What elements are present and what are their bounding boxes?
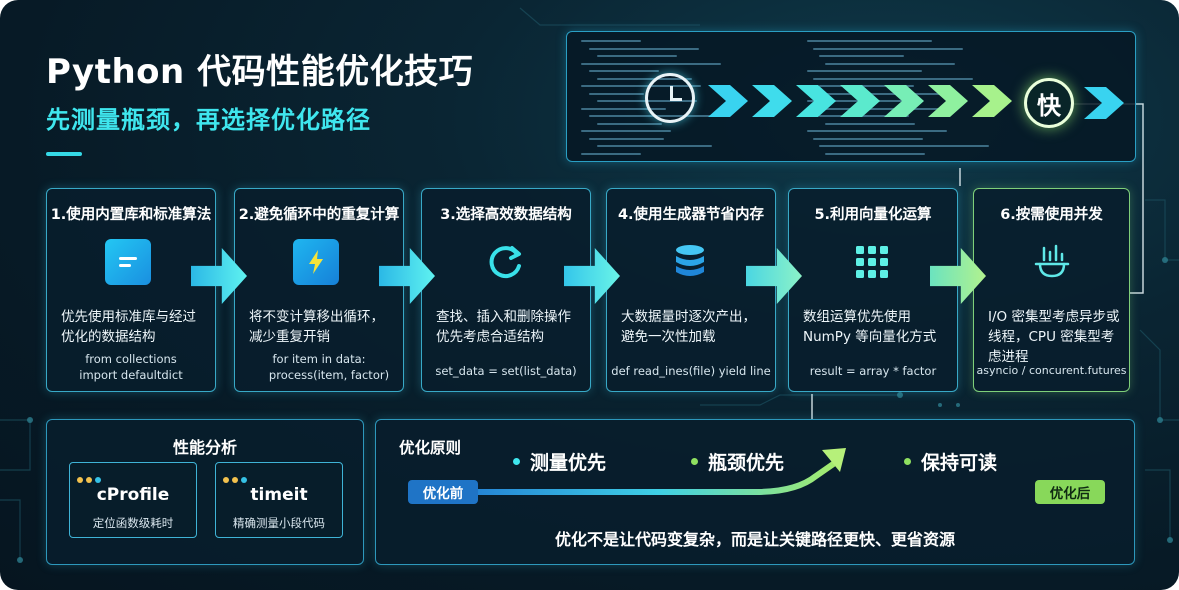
step-title: 5.利用向量化运算 — [814, 207, 932, 223]
code-line-decoration — [597, 77, 692, 80]
step-title: 2.避免循环中的重复计算 — [238, 207, 400, 223]
tool-card-timeit: timeit 精确测量小段代码 — [215, 462, 343, 538]
clock-icon — [645, 73, 695, 123]
principle-label: 保持可读 — [921, 452, 998, 474]
code-line-decoration — [813, 47, 963, 50]
step-description: 大数据量时逐次产出，避免一次性加载 — [621, 309, 756, 345]
step-code-line: asyncio / concurent.futures — [976, 364, 1127, 377]
refresh-icon — [482, 239, 528, 285]
code-line-decoration — [807, 70, 922, 72]
step-description: I/O 密集型考虑异步或线程，CPU 密集型考虑进程 — [988, 309, 1120, 365]
bullet-dot — [904, 458, 911, 465]
step-description: 数组运算优先使用 NumPy 等向量化方式 — [803, 309, 937, 345]
step-code-line: from collections — [85, 352, 177, 366]
before-tag: 优化前 — [408, 480, 478, 504]
window-dots — [77, 468, 104, 487]
code-line-decoration — [581, 40, 641, 42]
code-line-decoration — [581, 62, 721, 65]
code-line-decoration — [597, 55, 677, 57]
step-title: 6.按需使用并发 — [1000, 207, 1103, 223]
step-card-1: 1.使用内置库和标准算法 优先使用标准库与经过优化的数据结构 from coll… — [46, 188, 216, 392]
code-line-decoration — [589, 70, 659, 72]
concurrency-icon — [1029, 239, 1075, 285]
code-line-decoration — [589, 47, 699, 50]
title-underline — [46, 152, 82, 156]
code-line-decoration — [825, 122, 915, 125]
code-line-decoration — [589, 137, 664, 140]
principle-item: 瓶颈优先 — [691, 448, 784, 475]
code-line-decoration — [589, 92, 644, 95]
code-line-decoration — [825, 92, 945, 95]
lightning-icon — [293, 239, 339, 285]
tool-name: timeit — [250, 485, 308, 505]
code-line-decoration — [813, 137, 923, 140]
tool-name: cProfile — [96, 485, 170, 505]
after-tag: 优化后 — [1035, 480, 1105, 504]
code-line-decoration — [825, 152, 925, 155]
code-line-decoration — [597, 145, 712, 147]
step-title: 3.选择高效数据结构 — [440, 207, 572, 223]
code-line-decoration — [819, 85, 914, 87]
step-title: 1.使用内置库和标准算法 — [50, 207, 212, 223]
code-line-decoration — [813, 107, 958, 110]
perf-title: 性能分析 — [172, 438, 237, 457]
tool-description: 精确测量小段代码 — [233, 516, 325, 530]
code-line-decoration — [581, 130, 671, 132]
step-description: 将不变计算移出循环，减少重复开销 — [249, 309, 384, 345]
code-line-decoration — [581, 152, 641, 155]
page-title: Python 代码性能优化技巧 — [46, 52, 474, 92]
window-dots — [223, 468, 250, 487]
step-card-3: 3.选择高效数据结构 查找、插入和删除操作优先考虑合适结构 set_data =… — [421, 188, 591, 392]
page-subtitle: 先测量瓶颈，再选择优化路径 — [46, 106, 371, 134]
step-code-line: for item in data: — [272, 352, 366, 366]
database-icon — [667, 239, 713, 285]
principle-item: 保持可读 — [904, 448, 997, 475]
step-code-line: set_data = set(list_data) — [435, 364, 577, 378]
progress-path — [475, 448, 1035, 495]
code-line-decoration — [581, 107, 666, 110]
step-description: 查找、插入和删除操作优先考虑合适结构 — [436, 309, 571, 345]
step-card-4: 4.使用生成器节省内存 大数据量时逐次产出，避免一次性加载 def read_i… — [606, 188, 776, 392]
step-card-6: 6.按需使用并发 I/O 密集型考虑异步或线程，CPU 密集型考虑进程 asyn… — [973, 188, 1130, 392]
performance-analysis-panel: 性能分析 cProfile 定位函数级耗时 timeit 精确测量小段代码 — [46, 419, 364, 565]
step-code-line: def read_ines(file) yield line — [611, 364, 771, 378]
code-line-decoration — [819, 145, 989, 147]
code-line-decoration — [597, 122, 662, 125]
step-code-line: process(item, factor) — [268, 368, 390, 382]
optimization-principles-panel: 优化原则 测量优先 瓶颈优先 保持可读 优化前 优化后 优化不是让代码变复杂，而… — [375, 419, 1135, 565]
code-line-decoration — [807, 130, 947, 132]
principles-footer: 优化不是让代码变复杂，而是让关键路径更快、更省资源 — [554, 530, 955, 549]
code-line-decoration — [581, 85, 701, 87]
tool-card-cprofile: cProfile 定位函数级耗时 — [69, 462, 197, 538]
step-card-2: 2.避免循环中的重复计算 将不变计算移出循环，减少重复开销 for item i… — [234, 188, 404, 392]
code-line-decoration — [807, 40, 932, 42]
code-line-decoration — [819, 115, 909, 117]
step-code-line: result = array * factor — [809, 364, 937, 378]
principles-title: 优化原则 — [399, 439, 462, 457]
step-title: 4.使用生成器节省内存 — [617, 207, 765, 223]
list-icon — [105, 239, 151, 285]
code-line-decoration — [825, 62, 955, 65]
bullet-dot — [513, 458, 520, 465]
principle-label: 瓶颈优先 — [708, 452, 785, 474]
code-line-decoration — [813, 77, 973, 80]
code-line-decoration — [819, 55, 904, 57]
tool-description: 定位函数级耗时 — [92, 516, 174, 530]
bullet-dot — [691, 458, 698, 465]
principle-item: 测量优先 — [513, 448, 606, 475]
step-description: 优先使用标准库与经过优化的数据结构 — [61, 309, 196, 345]
principle-label: 测量优先 — [530, 452, 607, 474]
step-card-5: 5.利用向量化运算 数组运算优先使用 NumPy 等向量化方式 result =… — [788, 188, 958, 392]
step-code-line: import defaultdict — [79, 368, 183, 382]
grid-icon — [849, 239, 895, 285]
fast-badge: 快 — [1024, 78, 1074, 128]
